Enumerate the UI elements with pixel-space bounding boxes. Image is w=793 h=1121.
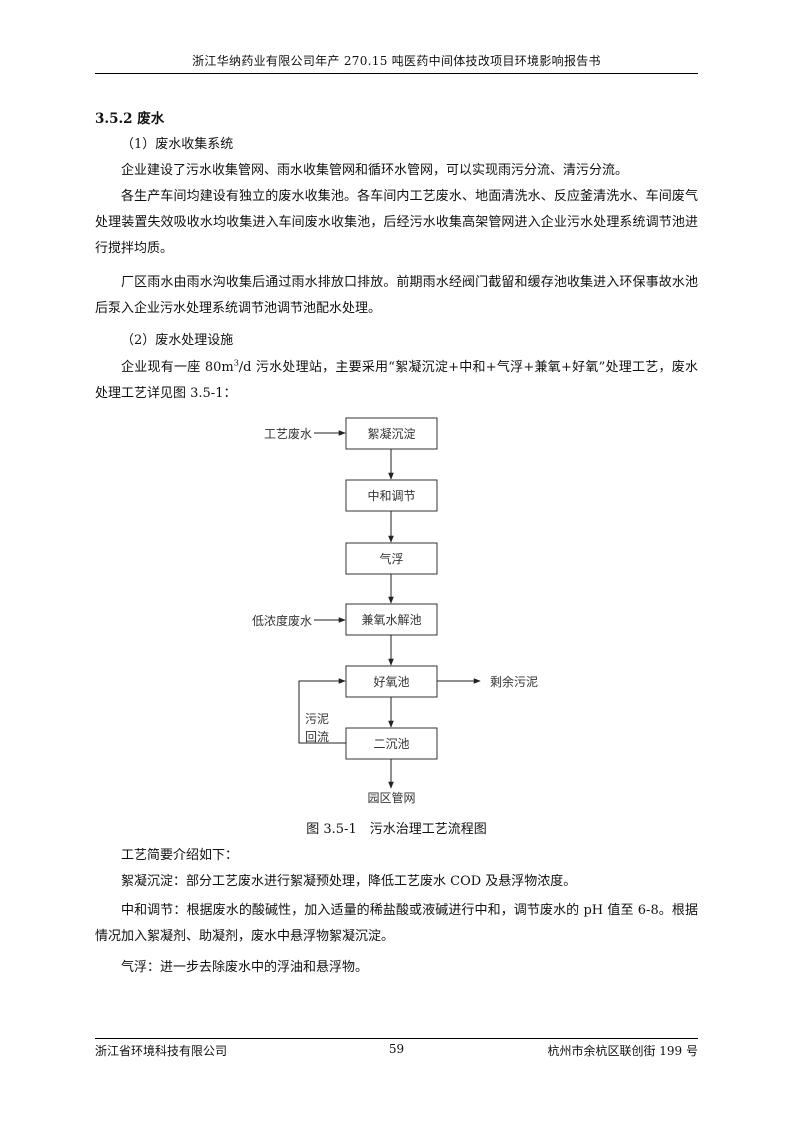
paragraph: 中和调节：根据废水的酸碱性，加入适量的稀盐酸或液碱进行中和，调节废水的 pH 值… <box>95 903 698 944</box>
flow-box-neutralization <box>345 479 438 512</box>
figure-caption: 图 3.5-1 污水治理工艺流程图 <box>306 822 487 837</box>
sludge-return-arrow <box>298 678 346 744</box>
input-label: 工艺废水 <box>264 426 312 441</box>
flow-box-flotation <box>345 542 438 575</box>
flow-label: 二沉池 <box>373 737 409 751</box>
paragraph: 絮凝沉淀：部分工艺废水进行絮凝预处理，降低工艺废水 COD 及悬浮物浓度。 <box>121 874 577 889</box>
flow-box-aerobic <box>345 665 438 698</box>
footer-address: 杭州市余杭区联创街 199 号 <box>547 1044 698 1058</box>
text-run: /d 污水处理站，主要采用“絮凝沉淀+中和+气浮+兼氧+好氧”处理工艺，废水处理… <box>95 360 698 401</box>
paragraph: 厂区雨水由雨水沟收集后通过雨水排放口排放。前期雨水经阀门截留和缓存池收集进入环保… <box>95 275 698 316</box>
input-label: 低浓度废水 <box>252 613 312 628</box>
sludge-return-label: 回流 <box>305 730 329 744</box>
section-title: 3.5.2 废水 <box>95 111 165 127</box>
text-run: 企业现有一座 80m <box>121 360 234 375</box>
paragraph: 各生产车间均建设有独立的废水收集池。各车间内工艺废水、地面清洗水、反应釜清洗水、… <box>95 189 698 256</box>
running-header: 浙江华纳药业有限公司年产 270.15 吨医药中间体技改项目环境影响报告书 <box>192 54 601 68</box>
paragraph: 气浮：进一步去除废水中的浮油和悬浮物。 <box>121 960 369 975</box>
flow-label: 兼氧水解池 <box>361 613 421 627</box>
flow-label: 絮凝沉淀 <box>367 426 415 441</box>
flow-box-flocculation <box>345 417 438 450</box>
paragraph: 企业现有一座 80m3/d 污水处理站，主要采用“絮凝沉淀+中和+气浮+兼氧+好… <box>95 355 698 407</box>
paragraph: 企业建设了污水收集管网、雨水收集管网和循环水管网，可以实现雨污分流、清污分流。 <box>121 163 629 178</box>
footer-divider <box>95 1038 698 1039</box>
flow-label: 中和调节 <box>367 488 415 503</box>
output-label: 园区管网 <box>367 790 415 805</box>
header-divider <box>95 73 698 74</box>
subheading-collection: （1）废水收集系统 <box>121 137 234 152</box>
sludge-return-label: 污泥 <box>305 712 329 726</box>
flow-label: 好氧池 <box>373 675 409 689</box>
paragraph: 工艺简要介绍如下： <box>121 848 239 863</box>
subheading-facilities: （2）废水处理设施 <box>121 333 234 348</box>
footer-company: 浙江省环境科技有限公司 <box>95 1044 228 1058</box>
flow-box-secondary-clarifier <box>345 727 438 760</box>
output-label: 剩余污泥 <box>490 674 538 689</box>
page-number: 59 <box>388 1042 405 1056</box>
flow-box-anoxic-hydrolysis <box>345 603 438 636</box>
superscript: 3 <box>233 358 239 368</box>
flow-label: 气浮 <box>379 551 403 566</box>
